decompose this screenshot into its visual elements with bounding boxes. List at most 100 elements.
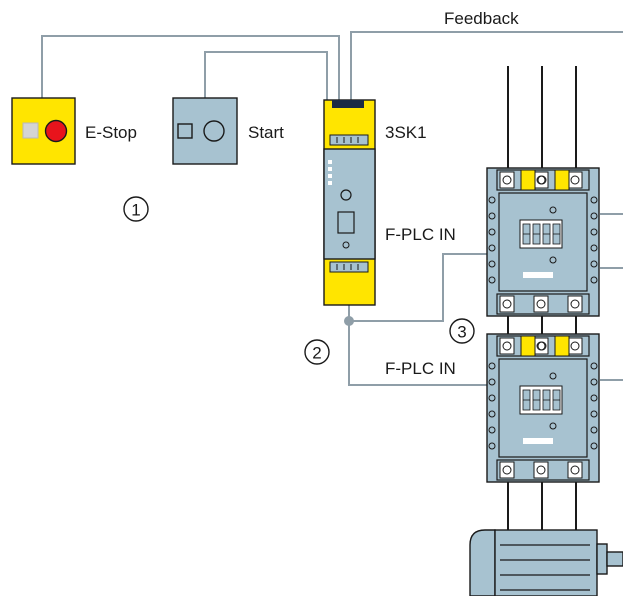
terminal-screw-icon (570, 299, 580, 309)
relay-top-connector (332, 100, 364, 108)
yellow-marker (554, 169, 570, 191)
side-screw-icon (488, 378, 496, 386)
start-button-icon (203, 120, 225, 142)
contactor-1 (486, 167, 600, 317)
side-screw-icon (590, 426, 598, 434)
terminal-slot-icon (533, 461, 549, 479)
callout-3-label: 3 (457, 323, 466, 342)
side-screw-icon (590, 276, 598, 284)
face-screw-icon (549, 206, 557, 214)
side-screw-icon (590, 244, 598, 252)
side-screw-icon (590, 442, 598, 450)
signal-wiring (41, 31, 623, 386)
relay-terminal-strip (329, 134, 369, 146)
side-screw-icon (488, 196, 496, 204)
side-screw-icon (488, 260, 496, 268)
safety-relay-3sk1 (323, 99, 376, 306)
fplc-in-label-2: F-PLC IN (385, 359, 456, 378)
terminal-screw-icon (536, 465, 546, 475)
terminal-slot-icon (567, 337, 583, 355)
side-screw-icon (590, 410, 598, 418)
wire-to-contactor-1 (349, 253, 489, 322)
contactor-2 (486, 333, 600, 483)
callout-2 (304, 339, 330, 365)
side-screw-icon (488, 426, 496, 434)
callout-2-label: 2 (312, 344, 321, 363)
label-plate (523, 272, 553, 278)
side-screw-icon (590, 196, 598, 204)
estop-button-icon (44, 119, 68, 143)
relay-label: 3SK1 (385, 123, 427, 142)
side-screw-icon (488, 212, 496, 220)
side-screw-icon (488, 276, 496, 284)
side-screw-icon (488, 410, 496, 418)
side-screw-icon (488, 442, 496, 450)
side-screw-icon (590, 394, 598, 402)
side-screw-icon (488, 244, 496, 252)
feedback-label: Feedback (444, 9, 519, 28)
face-screw-icon (549, 372, 557, 380)
terminal-slot-icon (567, 295, 583, 313)
side-screw-icon (590, 378, 598, 386)
fplc-in-label-1: F-PLC IN (385, 225, 456, 244)
terminal-screw-icon (570, 341, 580, 351)
start-square-icon (177, 123, 193, 139)
yellow-marker (554, 335, 570, 357)
side-screw-icon (488, 362, 496, 370)
side-screw-icon (590, 212, 598, 220)
feedback-wire (350, 31, 623, 100)
led-icon (328, 160, 332, 164)
estop-indicator-icon (22, 122, 39, 139)
wire-start-to-relay (204, 51, 328, 100)
side-screw-icon (590, 362, 598, 370)
terminal-screw-icon (502, 299, 512, 309)
label-plate (523, 438, 553, 444)
estop-label: E-Stop (85, 123, 137, 142)
relay-knob-icon (340, 189, 352, 201)
side-screw-icon (488, 394, 496, 402)
terminal-slot-icon (499, 295, 515, 313)
relay-front-panel (323, 148, 376, 260)
terminal-screw-icon (502, 341, 512, 351)
motor-endcap (469, 529, 496, 596)
terminal-slot-icon (567, 461, 583, 479)
terminal-screw-icon (570, 175, 580, 185)
callout-3 (449, 318, 475, 344)
relay-screw-icon (342, 241, 350, 249)
face-screw-icon (549, 256, 557, 264)
side-screw-icon (590, 260, 598, 268)
yellow-marker (520, 169, 536, 191)
junction-dot (344, 316, 354, 326)
start-device (172, 97, 238, 165)
callout-1 (123, 196, 149, 222)
side-screw-icon (590, 228, 598, 236)
estop-device (11, 97, 76, 165)
relay-terminal-strip (329, 261, 369, 273)
led-icon (328, 181, 332, 185)
start-housing (172, 97, 238, 165)
motor-body (494, 529, 598, 596)
start-label: Start (248, 123, 284, 142)
terminal-screw-icon (570, 465, 580, 475)
terminal-screw-icon (537, 341, 547, 351)
terminal-slot-icon (499, 171, 515, 189)
power-lines (507, 66, 577, 530)
led-icon (328, 174, 332, 178)
motor-shaft (606, 551, 623, 567)
terminal-slot-icon (499, 337, 515, 355)
terminal-screw-icon (537, 175, 547, 185)
yellow-marker (520, 335, 536, 357)
relay-window-icon (337, 211, 355, 234)
side-screw-icon (488, 228, 496, 236)
terminal-slot-icon (533, 295, 549, 313)
led-icon (328, 167, 332, 171)
terminal-slot-icon (499, 461, 515, 479)
callout-1-label: 1 (131, 201, 140, 220)
terminal-screw-icon (502, 465, 512, 475)
wire-to-contactor-2 (348, 321, 489, 386)
terminal-screw-icon (502, 175, 512, 185)
motor-shaft-flange (596, 543, 608, 575)
face-screw-icon (549, 422, 557, 430)
wire-estop-to-relay (41, 35, 340, 100)
